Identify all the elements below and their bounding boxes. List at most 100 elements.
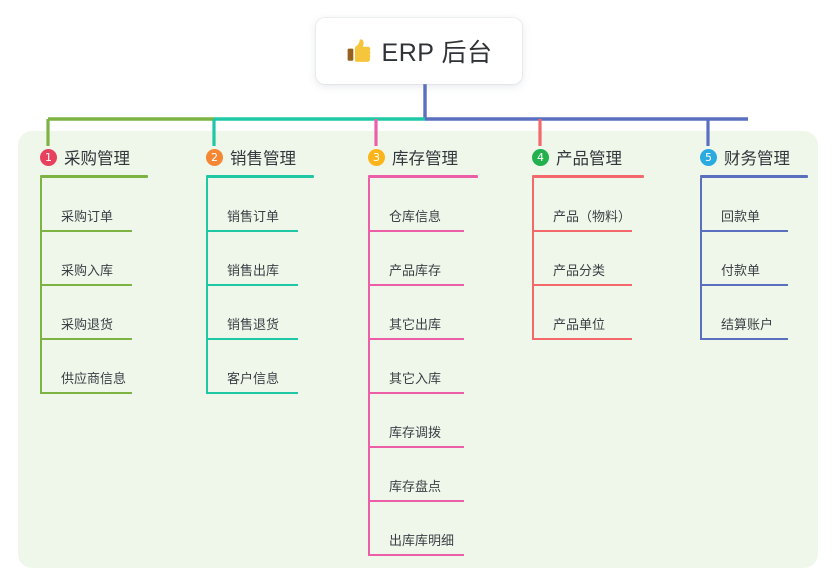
column-header-underline [206,175,314,178]
list-item-label: 产品（物料） [553,209,632,224]
column-spine [40,178,42,394]
column-title: 财务管理 [724,150,790,168]
thumbs-up-icon [347,39,370,62]
list-item-underline [368,554,464,556]
column-item-list: 仓库信息产品库存其它出库其它入库库存调拨库存盘点出库库明细 [368,178,478,556]
list-item-underline [700,338,788,340]
list-item-label: 供应商信息 [61,371,127,386]
list-item[interactable]: 付款单 [700,232,808,286]
list-item[interactable]: 库存盘点 [368,448,478,502]
list-item-underline [40,338,132,340]
list-item-underline [368,500,464,502]
list-item-label: 结算账户 [721,317,774,332]
list-item-label: 销售退货 [227,317,280,332]
list-item-label: 销售出库 [227,263,280,278]
column-header-3[interactable]: 3 库存管理 [368,146,478,168]
list-item[interactable]: 库存调拨 [368,394,478,448]
column-number-badge: 2 [206,148,223,166]
column-header-underline [532,175,644,178]
column-header-1[interactable]: 1 采购管理 [40,146,148,168]
list-item-underline [206,392,298,394]
content-panel [18,131,818,568]
column-1: 1 采购管理采购订单采购入库采购退货供应商信息 [40,146,148,394]
list-item-label: 采购入库 [61,263,114,278]
list-item-underline [40,392,132,394]
list-item-underline [700,284,788,286]
list-item-underline [206,338,298,340]
column-number-badge: 5 [700,148,717,166]
column-header-underline [368,175,478,178]
list-item[interactable]: 其它出库 [368,286,478,340]
list-item-label: 采购退货 [61,317,114,332]
list-item-underline [368,230,464,232]
column-number-badge: 3 [368,148,385,166]
column-item-list: 回款单付款单结算账户 [700,178,808,340]
list-item[interactable]: 采购退货 [40,286,148,340]
list-item-label: 产品库存 [389,263,442,278]
column-number-badge: 1 [40,148,57,166]
list-item[interactable]: 回款单 [700,178,808,232]
list-item[interactable]: 产品分类 [532,232,644,286]
column-spine [700,178,702,340]
column-item-list: 销售订单销售出库销售退货客户信息 [206,178,314,394]
column-item-list: 采购订单采购入库采购退货供应商信息 [40,178,148,394]
column-header-4[interactable]: 4 产品管理 [532,146,644,168]
column-title: 库存管理 [392,150,458,168]
list-item[interactable]: 产品库存 [368,232,478,286]
list-item-underline [700,230,788,232]
list-item-label: 库存调拨 [389,425,442,440]
column-spine [368,178,370,556]
list-item-underline [368,446,464,448]
column-number-badge: 4 [532,148,549,166]
column-title: 产品管理 [556,150,622,168]
list-item-underline [40,230,132,232]
list-item[interactable]: 销售出库 [206,232,314,286]
list-item[interactable]: 采购入库 [40,232,148,286]
list-item[interactable]: 供应商信息 [40,340,148,394]
column-spine [206,178,208,394]
column-header-underline [700,175,808,178]
root-node[interactable]: ERP 后台 [316,18,522,84]
column-spine [532,178,534,340]
column-title: 采购管理 [64,150,130,168]
list-item-label: 采购订单 [61,209,114,224]
column-item-list: 产品（物料） 产品分类产品单位 [532,178,644,340]
column-header-underline [40,175,148,178]
list-item-label: 付款单 [721,263,761,278]
list-item-underline [368,338,464,340]
column-header-2[interactable]: 2 销售管理 [206,146,314,168]
list-item[interactable]: 采购订单 [40,178,148,232]
list-item-label: 产品单位 [553,317,606,332]
list-item-label: 其它出库 [389,317,442,332]
column-title: 销售管理 [230,150,296,168]
list-item-label: 客户信息 [227,371,280,386]
list-item[interactable]: 产品（物料） [532,178,644,232]
column-5: 5 财务管理回款单付款单结算账户 [700,146,808,340]
list-item-label: 库存盘点 [389,479,442,494]
list-item-underline [532,230,632,232]
list-item[interactable]: 销售退货 [206,286,314,340]
list-item-underline [368,392,464,394]
list-item[interactable]: 出库库明细 [368,502,478,556]
list-item-underline [368,284,464,286]
list-item[interactable]: 产品单位 [532,286,644,340]
column-2: 2 销售管理销售订单销售出库销售退货客户信息 [206,146,314,394]
list-item[interactable]: 销售订单 [206,178,314,232]
list-item-label: 仓库信息 [389,209,442,224]
list-item-label: 销售订单 [227,209,280,224]
column-header-5[interactable]: 5 财务管理 [700,146,808,168]
column-4: 4 产品管理产品（物料） 产品分类产品单位 [532,146,644,340]
root-title: ERP 后台 [381,39,493,67]
list-item[interactable]: 其它入库 [368,340,478,394]
list-item-underline [40,284,132,286]
list-item[interactable]: 客户信息 [206,340,314,394]
list-item-label: 其它入库 [389,371,442,386]
list-item-underline [206,230,298,232]
list-item-label: 产品分类 [553,263,606,278]
list-item[interactable]: 仓库信息 [368,178,478,232]
list-item[interactable]: 结算账户 [700,286,808,340]
list-item-label: 回款单 [721,209,761,224]
root-node-content: ERP 后台 [346,33,493,69]
list-item-underline [206,284,298,286]
